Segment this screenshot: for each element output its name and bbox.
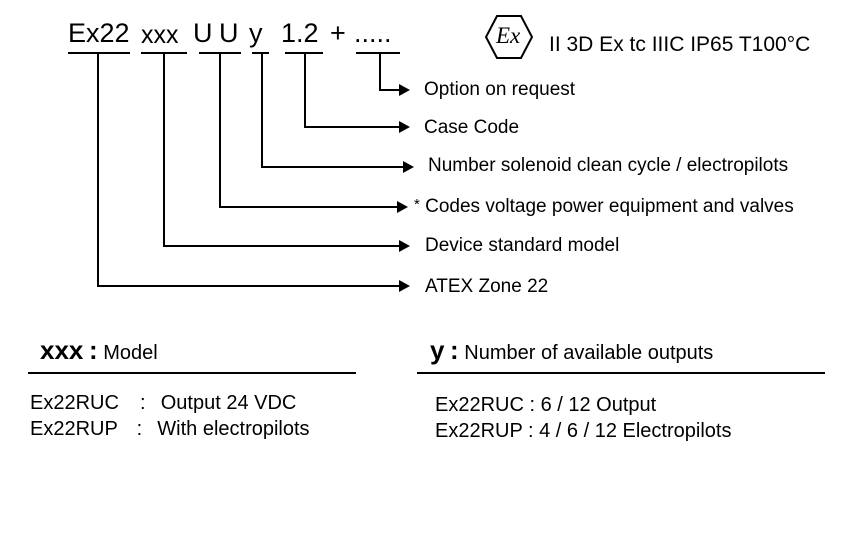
- model-section-rule: [28, 372, 356, 374]
- arrow-model-icon: [399, 240, 410, 252]
- outputs-row: Ex22RUC : 6 / 12 Output: [435, 394, 657, 416]
- leader-model-horizontal: [163, 245, 401, 247]
- code-u2: U: [219, 18, 239, 48]
- code-plus: +: [330, 18, 346, 48]
- leader-case-vertical: [304, 52, 306, 128]
- outputs-section-heading: y : Number of available outputs: [430, 335, 713, 366]
- atex-logo-text: Ex: [496, 23, 521, 48]
- model-row-sep: :: [136, 418, 143, 440]
- arrow-solenoid-icon: [403, 161, 414, 173]
- model-row: Ex22RUP : With electropilots: [30, 416, 310, 442]
- underline-dots: [356, 52, 400, 54]
- leader-voltage-horizontal: [219, 206, 399, 208]
- arrow-atex-icon: [399, 280, 410, 292]
- leader-case-horizontal: [304, 126, 401, 128]
- outputs-row: Ex22RUP : 4 / 6 / 12 Electropilots: [435, 420, 732, 442]
- arrow-voltage-icon: [397, 201, 408, 213]
- outputs-key: y: [430, 335, 445, 365]
- underline-ex22: [68, 52, 130, 54]
- callout-option: Option on request: [424, 79, 576, 100]
- atex-hexagon-icon: Ex: [484, 14, 534, 60]
- model-row-code: Ex22RUC: [30, 392, 119, 414]
- callout-voltage-label: Codes voltage power equipment and valves: [425, 196, 794, 217]
- model-row: Ex22RUC : Output 24 VDC: [30, 390, 296, 416]
- asterisk-marker: *: [414, 196, 420, 213]
- callout-model: Device standard model: [425, 235, 620, 256]
- underline-y: [252, 52, 269, 54]
- outputs-colon: :: [450, 335, 459, 365]
- arrow-case-icon: [399, 121, 410, 133]
- leader-voltage-vertical: [219, 52, 221, 208]
- code-u1: U: [193, 18, 213, 48]
- leader-solenoid-vertical: [261, 52, 263, 168]
- leader-option-vertical: [379, 52, 381, 91]
- atex-marking: II 3D Ex tc IIIC IP65 T100°C: [549, 33, 811, 56]
- model-row-sep: :: [140, 392, 146, 414]
- code-ex22: Ex22: [68, 18, 130, 48]
- callout-case: Case Code: [424, 117, 520, 138]
- code-xxx: xxx: [141, 21, 179, 49]
- outputs-title: Number of available outputs: [464, 342, 714, 364]
- model-key: xxx: [40, 335, 84, 365]
- leader-model-vertical: [163, 52, 165, 247]
- leader-atex-vertical: [97, 52, 99, 287]
- model-row-value: With electropilots: [157, 418, 310, 440]
- callout-voltage: * Codes voltage power equipment and valv…: [414, 196, 794, 218]
- code-y: y: [249, 18, 263, 48]
- model-row-code: Ex22RUP: [30, 418, 118, 440]
- outputs-section-rule: [417, 372, 825, 374]
- model-section-heading: xxx : Model: [40, 335, 158, 366]
- model-title: Model: [103, 342, 158, 364]
- leader-atex-horizontal: [97, 285, 401, 287]
- leader-option-horizontal: [379, 89, 401, 91]
- code-case: 1.2: [281, 18, 319, 48]
- model-row-value: Output 24 VDC: [160, 392, 297, 414]
- model-colon: :: [88, 335, 98, 365]
- leader-solenoid-horizontal: [261, 166, 405, 168]
- callout-solenoid: Number solenoid clean cycle / electropil…: [428, 155, 789, 176]
- callout-atex: ATEX Zone 22: [425, 276, 549, 297]
- arrow-option-icon: [399, 84, 410, 96]
- code-dots: .....: [354, 18, 392, 48]
